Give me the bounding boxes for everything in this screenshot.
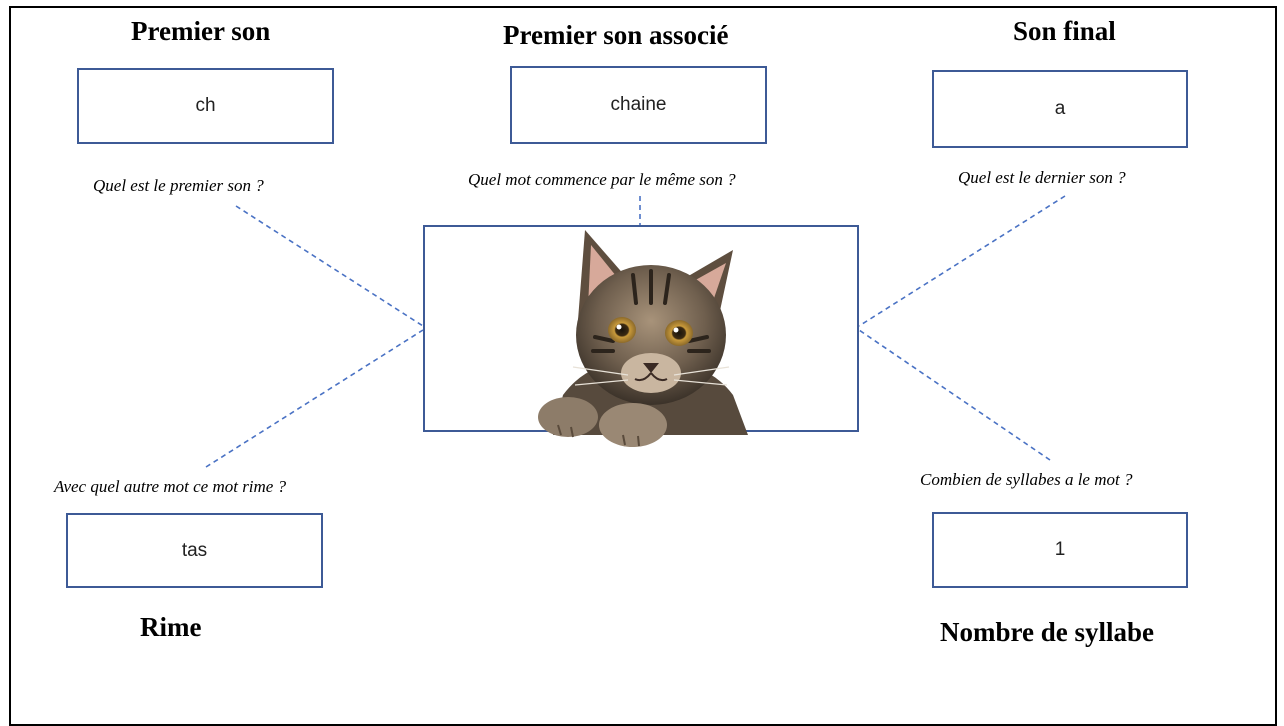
answer-final-sound: a [1054,98,1066,119]
answer-syllables: 1 [1054,539,1066,560]
answer-box-final-sound[interactable]: a [932,70,1188,148]
title-associated-sound: Premier son associé [503,20,729,50]
answer-box-syllables[interactable]: 1 [932,512,1188,588]
connector-syllables [858,329,1051,461]
connector-first-sound [235,205,424,327]
answer-box-first-sound[interactable]: ch [77,68,334,144]
answer-rhyme: tas [181,539,208,561]
connector-rhyme [205,329,424,468]
question-associated: Quel mot commence par le même son ? [468,170,736,189]
title-first-sound: Premier son [131,16,271,46]
answer-associated: chaine [610,94,667,115]
answer-box-associated[interactable]: chaine [510,66,767,144]
kitten-image [538,230,748,447]
question-first-sound: Quel est le premier son ? [93,176,264,195]
connector-final-sound [858,195,1066,327]
question-syllables: Combien de syllabes a le mot ? [920,470,1133,489]
title-final-sound: Son final [1013,16,1116,46]
answer-first-sound: ch [195,95,216,116]
title-rhyme: Rime [140,612,202,642]
question-final-sound: Quel est le dernier son ? [958,168,1126,187]
title-syllable-count: Nombre de syllabe [940,617,1154,647]
question-rhyme: Avec quel autre mot ce mot rime ? [54,477,287,496]
answer-box-rhyme[interactable]: tas [66,513,323,588]
